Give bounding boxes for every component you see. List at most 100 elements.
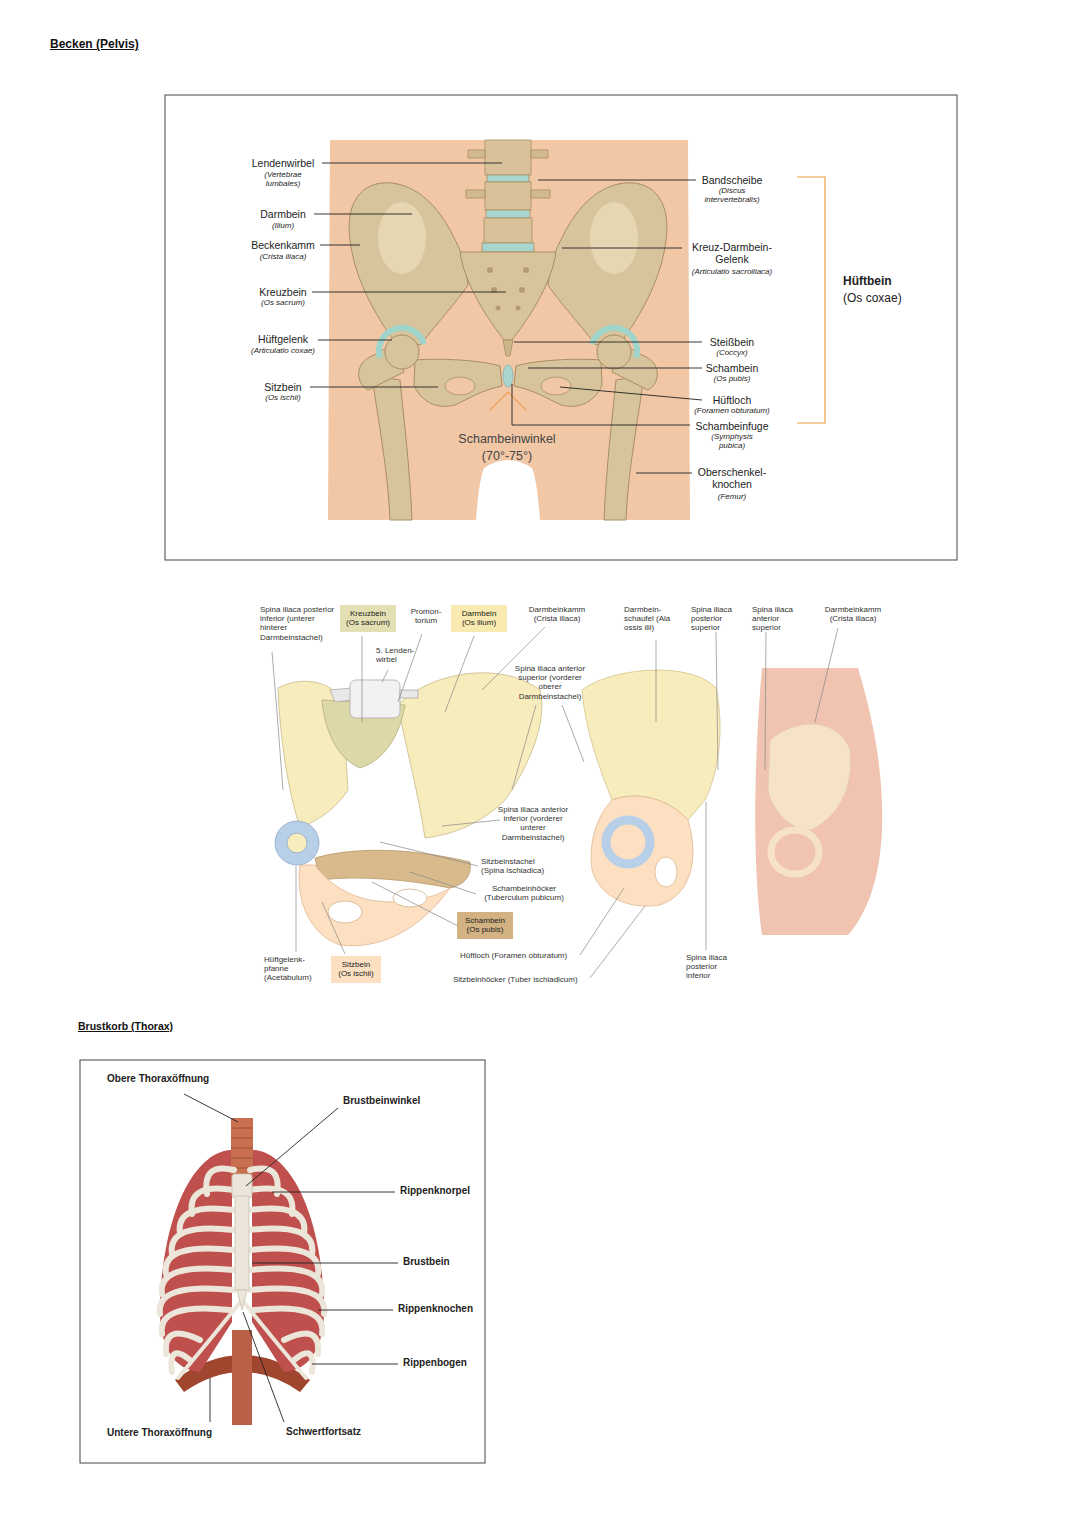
leader-lines [372, 882, 458, 926]
leader-lines [656, 640, 657, 722]
anatomy-label: (Vertebrae lumbales) [253, 170, 313, 188]
anatomy-label: Untere Thoraxöffnung [107, 1427, 247, 1439]
thorax-illustration [232, 1174, 252, 1198]
anatomy-label: (Os sacrum) [243, 298, 323, 307]
anatomy-label: Schambeinwinkel [437, 432, 577, 446]
sacrum [516, 306, 521, 311]
thorax-illustration [231, 1148, 253, 1149]
pelvis-oblique-view [330, 688, 352, 702]
bone-label-box: Schambein (Os pubis) [457, 912, 513, 939]
anatomy-label: Oberschenkel- knochen [692, 466, 772, 490]
anatomy-label: Darmbein [233, 208, 333, 220]
leader-lines [272, 652, 283, 790]
leader-lines [580, 888, 624, 955]
thorax-illustration [231, 1158, 253, 1159]
pelvis-oblique-view [328, 901, 362, 923]
leader-lines [442, 820, 500, 826]
hip-bone-left [349, 183, 502, 520]
anatomy-label: Obere Thoraxöffnung [107, 1073, 247, 1085]
pubic-symphysis [503, 365, 513, 387]
leader-lines [562, 248, 682, 249]
pelvis-oblique-view [315, 850, 470, 888]
leader-lines [636, 473, 692, 474]
anatomy-label: (Coccyx) [692, 348, 772, 357]
hip-bone-right [514, 183, 667, 520]
bone-name: Schambein (Os pubis) [462, 916, 508, 934]
anatomy-label: Spina iliaca anterior inferior (vorderer… [494, 805, 572, 842]
anatomy-label: Rippenknorpel [400, 1185, 482, 1197]
anatomy-label: (Crista iliaca) [243, 252, 323, 261]
iliac-wing [349, 183, 468, 345]
lumbar-spine [466, 190, 485, 198]
leader-lines [322, 902, 345, 954]
anatomy-label: (70°-75°) [457, 449, 557, 463]
leader-lines [512, 384, 690, 425]
sacrum [487, 267, 493, 273]
anatomy-label: (Os coxae) [843, 292, 953, 306]
pelvis-oblique-view [275, 821, 319, 865]
thorax-illustration [231, 1128, 253, 1168]
leader-lines [716, 632, 718, 770]
pubis-ischium [414, 359, 502, 406]
lumbar-spine [531, 150, 548, 158]
anatomy-label: Spina iliaca anterior superior [752, 605, 802, 633]
anatomy-label: Hüftgelenk [233, 333, 333, 345]
leader-lines [706, 802, 707, 950]
thorax-illustration [237, 1290, 247, 1310]
lumbar-spine [466, 140, 550, 252]
anatomy-label: Steißbein [682, 336, 782, 348]
pelvis-oblique-view [299, 865, 450, 946]
lumbar-spine [486, 210, 530, 218]
lumbar-spine [485, 140, 531, 175]
anatomy-label: Lendenwirbel [233, 157, 333, 169]
lumbar-spine [468, 150, 485, 158]
hip-bone-lateral-view [591, 796, 693, 906]
leader-lines [310, 387, 438, 388]
sacrum [460, 252, 556, 340]
leader-lines [318, 1310, 393, 1311]
anatomy-label: Kreuz-Darmbein- Gelenk [685, 241, 780, 265]
anatomy-label: Becken (Pelvis) [50, 38, 270, 52]
bone-label-box: Darmbein (Os ilium) [451, 605, 507, 632]
leader-lines [272, 627, 838, 978]
leader-lines [514, 342, 702, 343]
anatomy-label: Sitzbeinstachel (Spina ischiadica) [481, 857, 551, 875]
anatomy-label: (Foramen obturatum) [677, 406, 787, 415]
anatomy-label: (Articulatio sacroiliaca) [672, 267, 792, 276]
sacrum [496, 306, 501, 311]
anatomy-label: (Os ischii) [243, 393, 323, 402]
anatomy-label: Promon- torium [406, 607, 446, 625]
leader-lines [210, 1378, 211, 1422]
anatomy-label: Schwertfortsatz [286, 1426, 406, 1438]
leader-lines [538, 180, 696, 181]
leader-lines [380, 842, 478, 866]
hip-bone-lateral-view [606, 820, 650, 864]
sacrum [523, 267, 529, 273]
lumbar-spine [487, 175, 529, 182]
pubic-angle-mark [490, 392, 526, 410]
femur-shaft [372, 376, 412, 520]
leader-lines [362, 636, 363, 722]
sacrum [519, 287, 525, 293]
anatomy-label: Schambein [682, 362, 782, 374]
thorax-illustration [232, 1330, 252, 1425]
leader-lines [765, 632, 766, 770]
anatomy-label: (Articulatio coxae) [238, 346, 328, 355]
leader-lines [184, 1094, 398, 1422]
hip-bone-lateral-view [655, 857, 677, 887]
anatomy-label: Sitzbein [233, 381, 333, 393]
anatomy-label: (Femur) [692, 492, 772, 501]
anatomy-label: Hüftloch (Foramen obturatum) [460, 951, 590, 960]
thorax-illustration [166, 1334, 200, 1354]
iliac-shade [378, 202, 426, 274]
leader-lines [296, 866, 297, 952]
leader-lines [398, 634, 422, 702]
thorax-illustration [160, 1168, 242, 1378]
leader-lines [272, 1192, 395, 1193]
bone-label-box: Kreuzbein (Os sacrum) [340, 605, 396, 632]
thorax-illustration [231, 1128, 253, 1129]
figure-frame [165, 95, 957, 560]
anatomy-label: Hüftloch [682, 394, 782, 406]
